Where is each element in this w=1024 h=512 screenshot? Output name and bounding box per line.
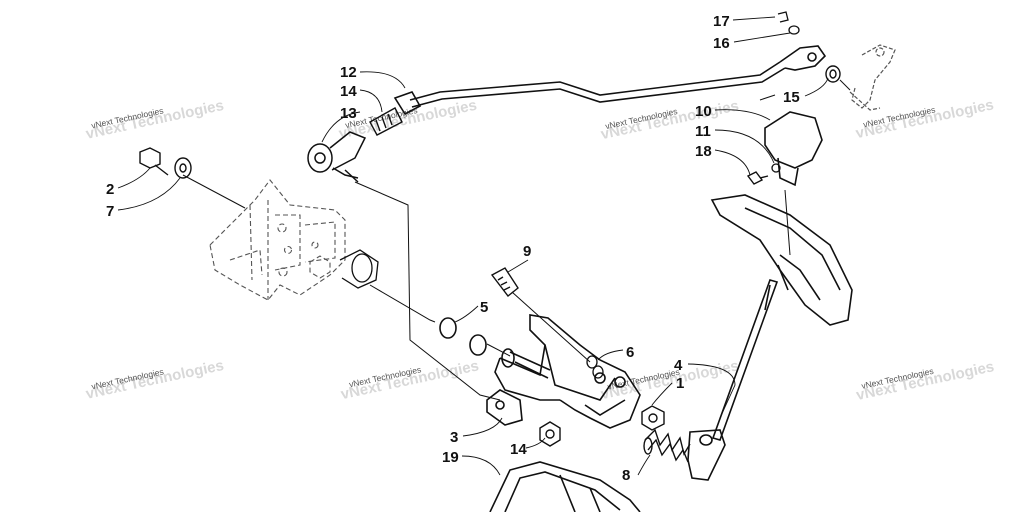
callout-5: 5 [480,299,488,316]
callout-3: 3 [450,429,458,446]
watermark-1: vNext Technologies vNext Technologies [84,97,225,143]
ball-joint [307,131,367,183]
callout-19: 19 [442,449,459,466]
callout-18: 18 [695,143,712,160]
callout-14-top: 14 [340,83,357,100]
clip-16 [788,25,800,35]
lever-boot [710,194,853,326]
footrest-19 [489,461,641,512]
linkage-arm [849,44,896,111]
callout-4: 4 [674,357,683,374]
callout-9: 9 [523,243,531,260]
callout-2: 2 [106,181,114,198]
callout-12: 12 [340,64,357,81]
pin-9 [490,267,519,297]
shift-bracket [486,314,641,429]
shift-rod [393,45,827,116]
callout-10: 10 [695,103,712,120]
callout-15: 15 [783,89,800,106]
callout-11: 11 [695,123,711,140]
frame-tube [339,249,379,289]
watermark-5: vNext Technologies vNext Technologies [84,357,225,403]
washer-7 [174,157,192,179]
watermark-6: vNext Technologies vNext Technologies [339,357,480,403]
callout-13: 13 [340,105,357,122]
washers-6 [586,355,604,379]
jam-nut-top [369,107,403,136]
shift-knob [764,111,823,187]
callout-1: 1 [676,375,684,392]
callout-16: 16 [713,35,730,52]
nut-14-lower [539,421,561,447]
clip-17 [777,11,789,23]
callout-14-bottom: 14 [510,441,527,458]
nut-1 [641,405,665,431]
bolt-18 [746,171,769,185]
watermark-7: vNext Technologies vNext Technologies [599,357,740,403]
screw-11 [771,163,781,173]
shift-lever [687,279,779,481]
alignment-lines [182,79,851,401]
watermark-3: vNext Technologies vNext Technologies [599,97,740,143]
frame-bracket [209,179,346,301]
callout-7: 7 [106,203,114,220]
callout-17: 17 [713,13,730,30]
bolt-2 [139,147,169,176]
callout-6: 6 [626,344,634,361]
callout-8: 8 [622,467,630,484]
o-rings [439,317,487,356]
watermark-8: vNext Technologies vNext Technologies [855,358,996,404]
watermark-4: vNext Technologies vNext Technologies [854,96,995,142]
spring-8 [643,428,691,463]
washer-15 [825,65,841,83]
leader-lines [117,16,829,476]
